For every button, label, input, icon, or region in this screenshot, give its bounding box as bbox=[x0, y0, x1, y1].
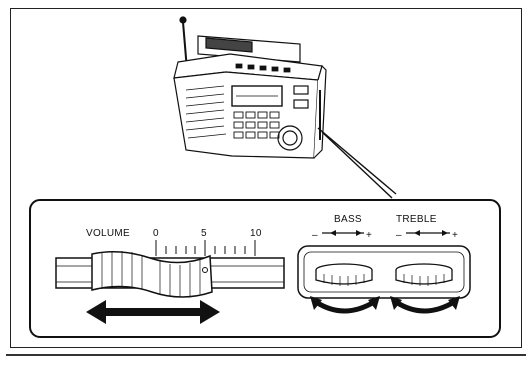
bass-label: BASS bbox=[334, 214, 362, 225]
antenna-tip bbox=[179, 16, 187, 24]
volume-tick-10: 10 bbox=[250, 228, 262, 239]
bass-plus: + bbox=[366, 230, 372, 241]
bass-right-arrowhead bbox=[356, 230, 362, 236]
radio-lid-window bbox=[205, 37, 253, 53]
callout-pointer-line-2 bbox=[317, 127, 397, 195]
treble-right-arrowhead bbox=[442, 230, 448, 236]
radio-keypad bbox=[233, 111, 280, 139]
tone-control-housing bbox=[297, 245, 471, 299]
radio-tuning-knob bbox=[277, 125, 303, 151]
volume-tick-0: 0 bbox=[153, 228, 159, 239]
radio-speaker-grille bbox=[185, 85, 227, 139]
treble-plus: + bbox=[452, 230, 458, 241]
treble-direction-indicator: – + bbox=[396, 230, 458, 241]
treble-minus: – bbox=[396, 230, 402, 241]
radio-top-buttons bbox=[235, 63, 291, 73]
bass-direction-indicator: – + bbox=[312, 230, 372, 241]
bass-rotation-arrow bbox=[310, 296, 380, 314]
radio-illustration bbox=[173, 16, 327, 159]
bass-knob[interactable] bbox=[315, 263, 373, 286]
treble-rotation-arrow bbox=[390, 296, 460, 314]
bass-minus: – bbox=[312, 230, 318, 241]
volume-slider[interactable] bbox=[55, 251, 285, 298]
volume-tick-5: 5 bbox=[201, 228, 207, 239]
bottom-rule bbox=[6, 354, 526, 356]
volume-double-arrow bbox=[86, 300, 220, 324]
treble-label: TREBLE bbox=[396, 214, 437, 225]
radio-right-button bbox=[293, 85, 309, 95]
volume-scale bbox=[155, 240, 256, 256]
treble-knob[interactable] bbox=[395, 263, 453, 286]
volume-label: VOLUME bbox=[86, 228, 130, 239]
callout-pointer-line bbox=[321, 131, 393, 199]
treble-left-arrowhead bbox=[414, 230, 420, 236]
bass-left-arrowhead bbox=[330, 230, 336, 236]
